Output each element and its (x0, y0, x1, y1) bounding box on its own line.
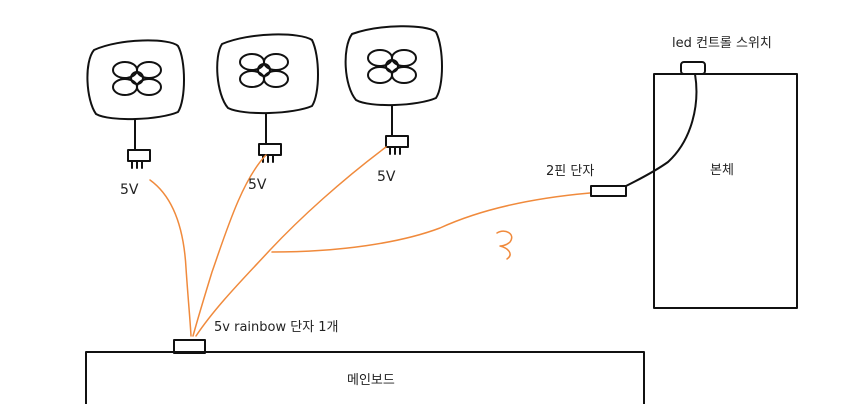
fan-2-voltage-label: 5V (248, 177, 267, 193)
fan-3-voltage-label: 5V (377, 169, 396, 185)
fan-icon (112, 61, 162, 96)
fan-1 (86, 39, 185, 169)
rainbow-header (173, 339, 206, 354)
two-pin-connector (590, 185, 627, 197)
wires (149, 146, 591, 337)
rainbow-header-label: 5v rainbow 단자 1개 (214, 320, 339, 335)
fan-3-connector (385, 135, 409, 148)
fan-icon (239, 53, 289, 88)
mainboard-box (85, 351, 645, 404)
two-pin-label: 2핀 단자 (546, 164, 595, 179)
case-body-label: 본체 (710, 163, 734, 178)
wire-fan-1 (149, 179, 192, 337)
fan-2-connector (258, 143, 282, 156)
fan-3-pins (389, 146, 401, 155)
fan-1-pins (131, 160, 143, 169)
fan-2 (216, 33, 319, 163)
led-switch-label: led 컨트롤 스위치 (672, 36, 772, 51)
led-switch-button (680, 61, 706, 75)
case-body-box (653, 73, 798, 309)
wire-fan-3 (195, 146, 387, 337)
question-mark-scribble (496, 230, 513, 260)
mainboard-label: 메인보드 (347, 373, 395, 388)
fan-1-housing (86, 39, 185, 121)
fan-3 (344, 25, 443, 155)
wire-fan-2 (192, 154, 267, 337)
wire-two-pin (271, 192, 591, 253)
fan-3-housing (344, 25, 443, 107)
fan-1-connector (127, 149, 151, 162)
fan-icon (367, 49, 417, 84)
fan-1-voltage-label: 5V (120, 182, 139, 198)
fan-2-housing (216, 33, 319, 115)
switch-cable (625, 73, 698, 187)
